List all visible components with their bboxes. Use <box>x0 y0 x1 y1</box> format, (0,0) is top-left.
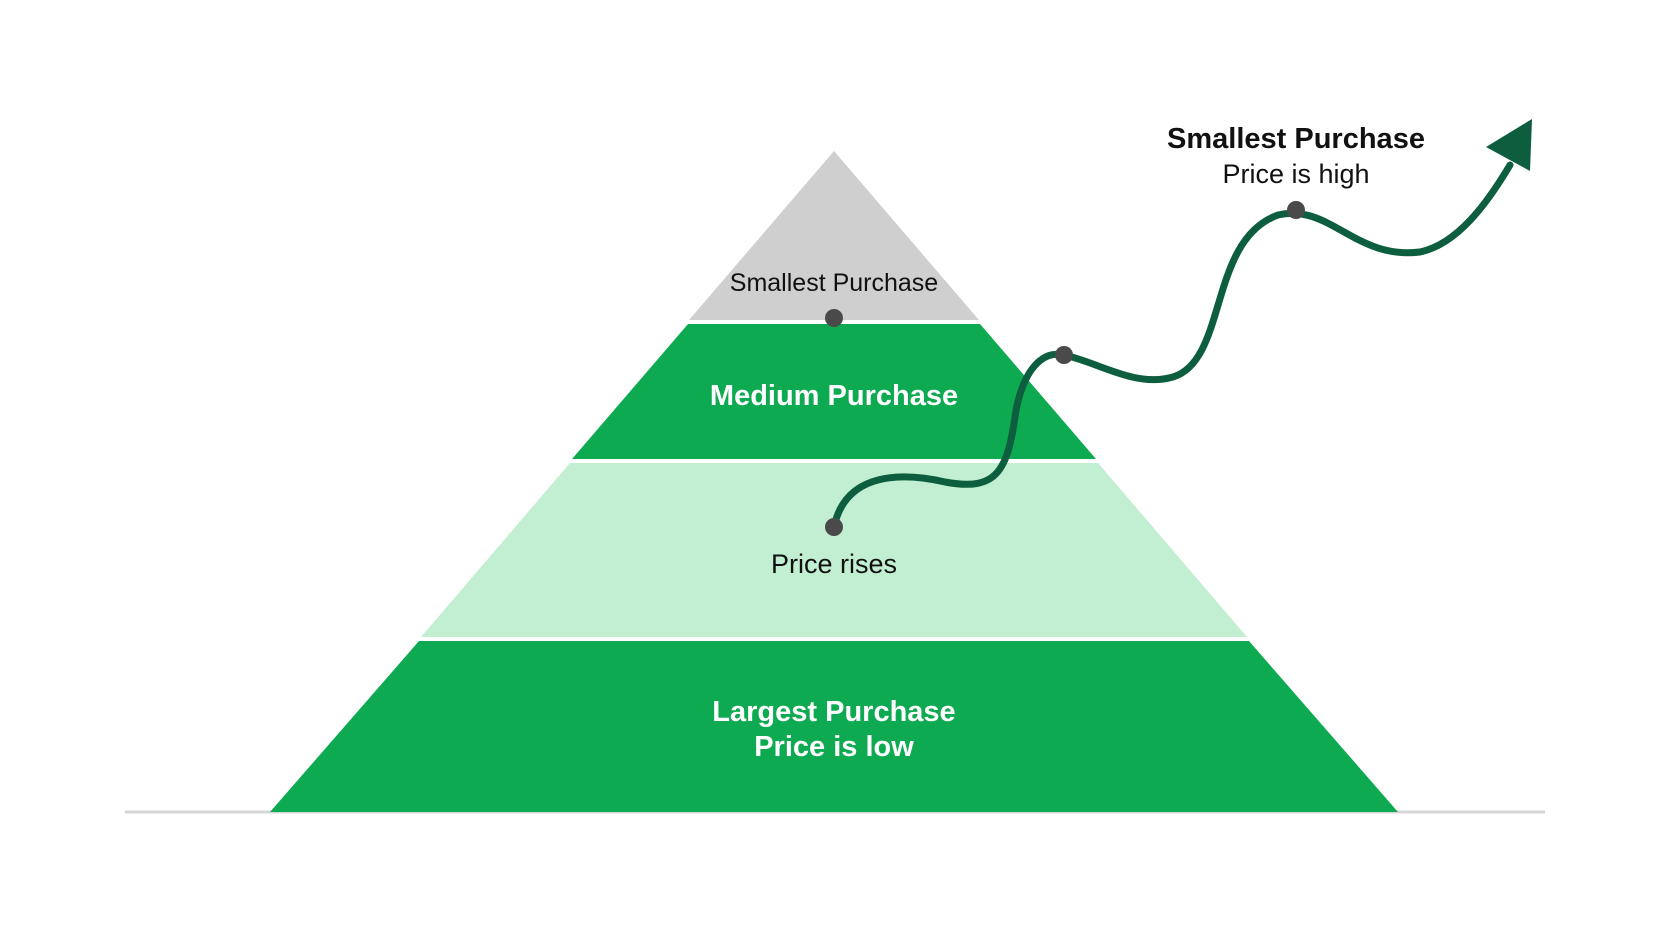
marker-top <box>825 309 843 327</box>
tier-top-label: Smallest Purchase <box>730 269 938 297</box>
marker-price <box>825 518 843 536</box>
tier-top <box>689 151 979 320</box>
tier-price-label: Price rises <box>771 549 897 579</box>
tier-medium-label: Medium Purchase <box>710 380 958 412</box>
marker-high <box>1287 201 1305 219</box>
price-curve <box>830 161 1514 531</box>
arrow-head-icon <box>1486 119 1532 171</box>
callout-subtitle: Price is high <box>1222 159 1369 189</box>
callout-title: Smallest Purchase <box>1167 123 1425 155</box>
tier-bottom-sublabel: Price is low <box>754 731 914 763</box>
tier-price <box>421 463 1247 637</box>
tier-bottom <box>270 641 1398 812</box>
tier-medium <box>572 324 1096 459</box>
tier-bottom-label: Largest Purchase <box>712 696 955 728</box>
marker-mid <box>1055 346 1073 364</box>
